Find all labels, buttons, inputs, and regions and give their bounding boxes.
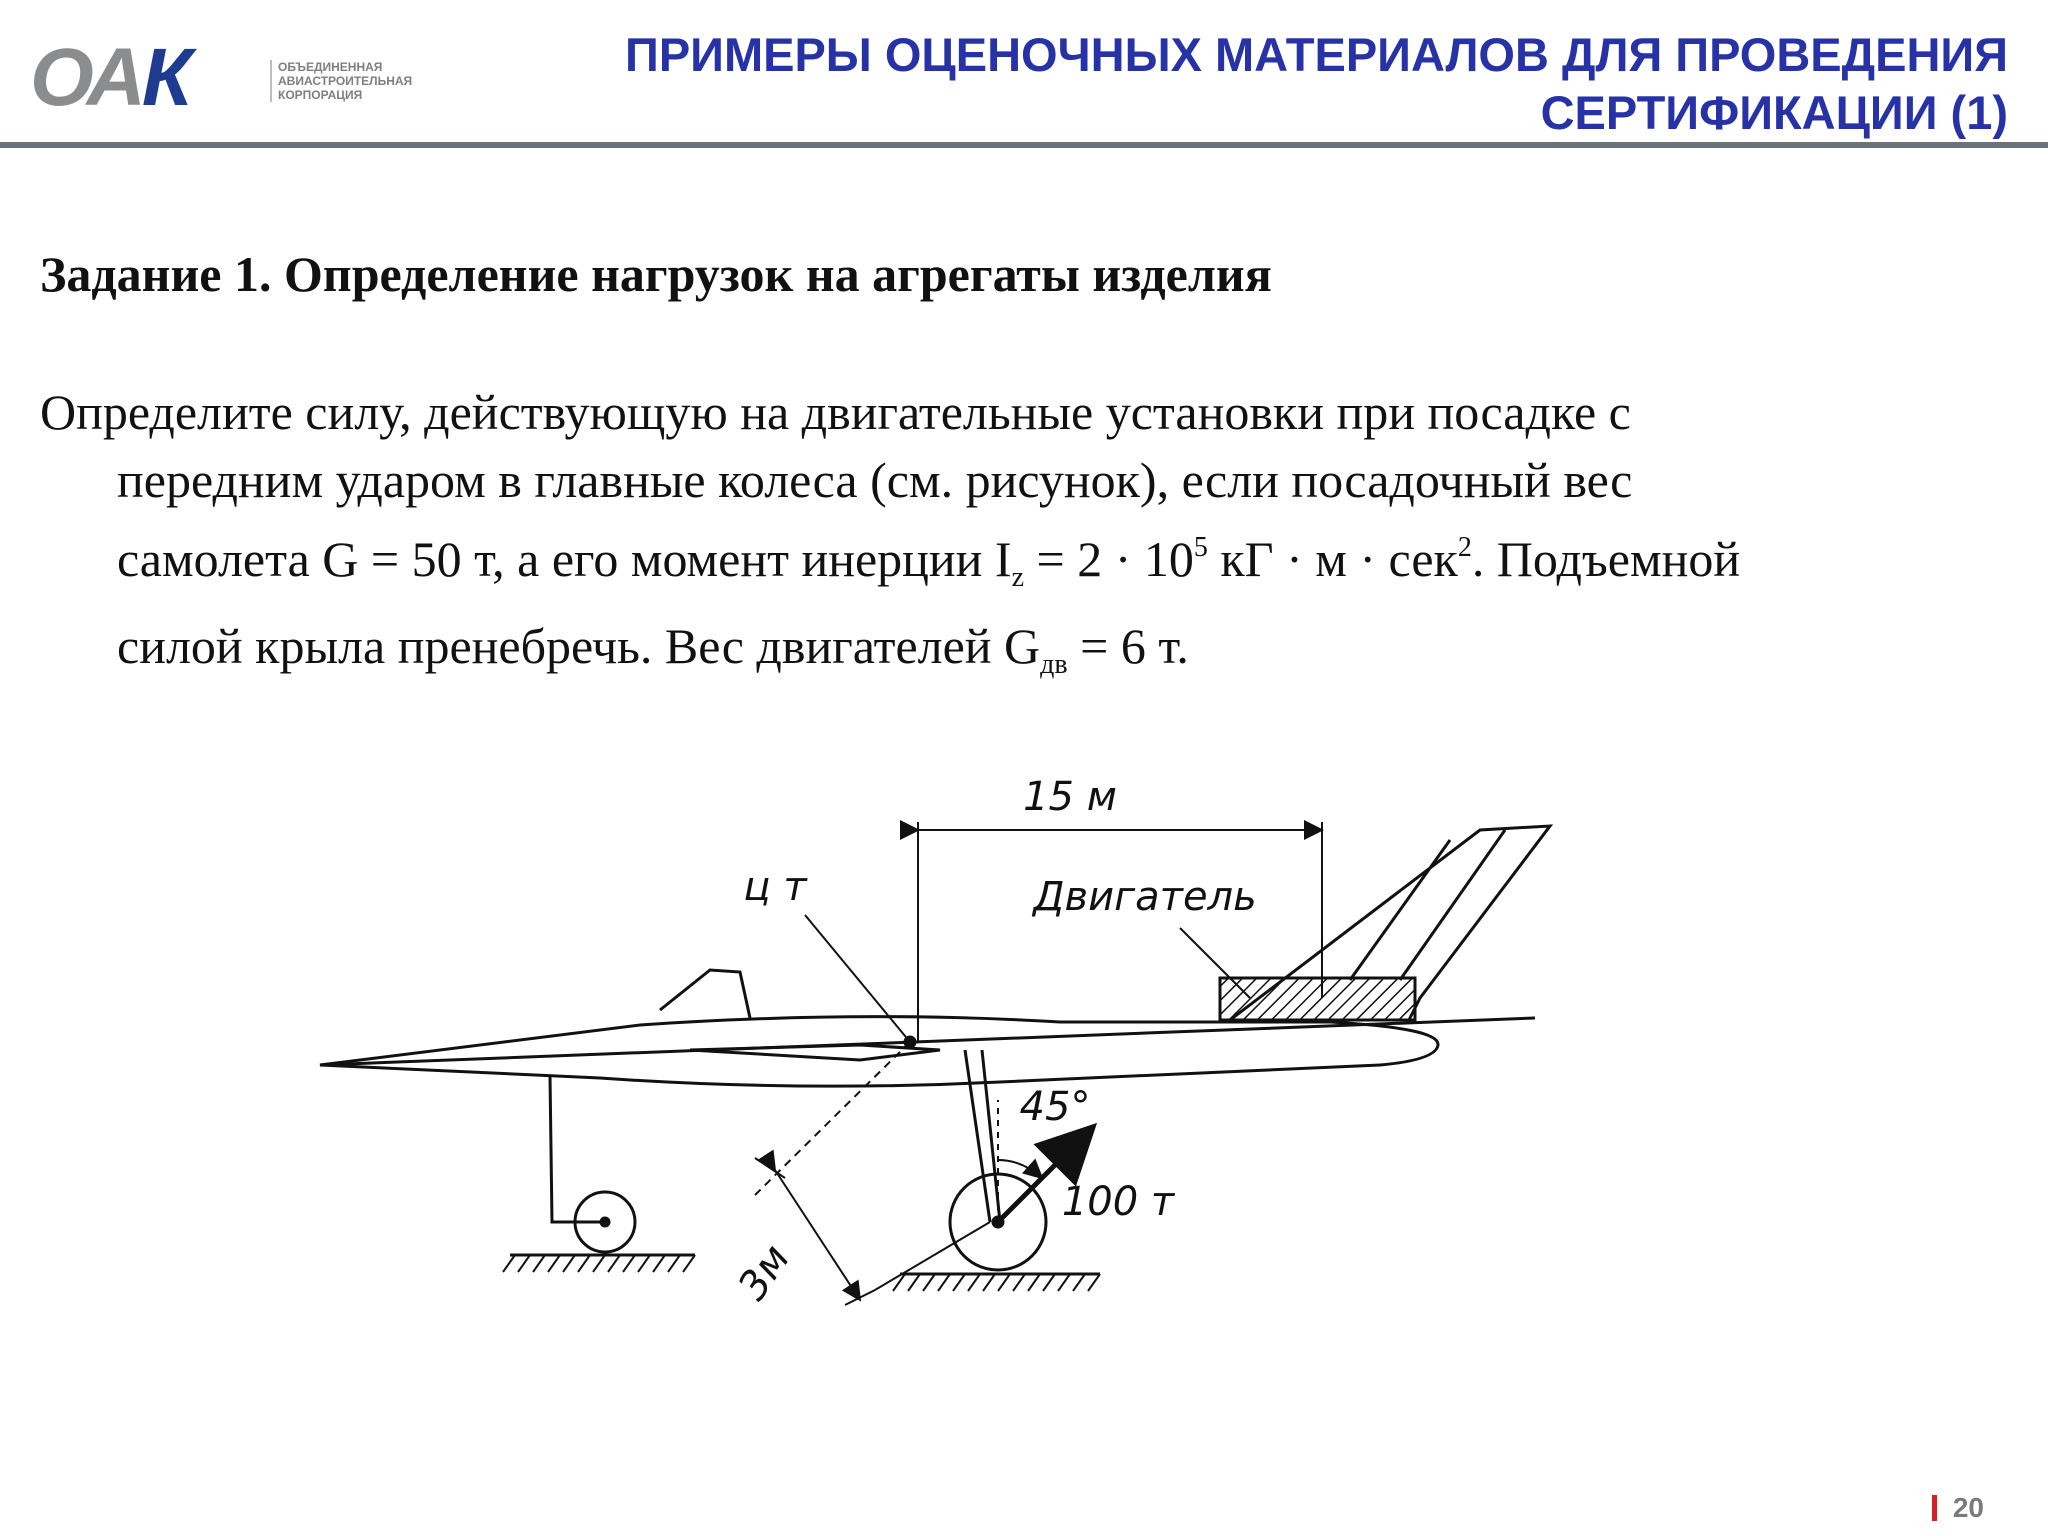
power-exponent: 5 — [1193, 532, 1208, 563]
slide-title: ПРИМЕРЫ ОЦЕНОЧНЫХ МАТЕРИАЛОВ ДЛЯ ПРОВЕДЕ… — [508, 26, 2008, 142]
impact-force-arrow — [996, 1122, 1098, 1224]
page-number: 20 — [1931, 1490, 1984, 1526]
logo-company-name: ОБЪЕДИНЕННАЯ АВИАСТРОИТЕЛЬНАЯ КОРПОРАЦИЯ — [270, 60, 412, 102]
arm-dimension-line — [756, 1149, 862, 1302]
arm-label: 3м — [730, 1237, 800, 1309]
task-line-3: самолета G = 50 т, а его момент инерции … — [117, 531, 1741, 593]
main-gear-strut — [963, 1049, 992, 1223]
nose-wheel — [573, 1190, 637, 1254]
logo-line-2: АВИАСТРОИТЕЛЬНАЯ — [278, 74, 413, 88]
logo-mark: ОАК — [30, 32, 192, 123]
aircraft-diagram-svg: 15 м ц т Двигатель 45° 100 т 3м — [319, 774, 1554, 1309]
header-divider — [0, 142, 2048, 148]
nose-gear-strut — [548, 1075, 605, 1224]
fuselage-axis — [319, 1016, 1536, 1067]
task-line-4: силой крыла пренебречь. Вес двигателей G… — [117, 618, 1189, 680]
fuselage — [319, 1015, 1440, 1088]
inertia-subscript: z — [1011, 562, 1025, 593]
task-heading: Задание 1. Определение нагрузок на агрег… — [40, 246, 1272, 302]
dim-15m-label: 15 м — [1023, 774, 1117, 820]
slide-title-line-1: ПРИМЕРЫ ОЦЕНОЧНЫХ МАТЕРИАЛОВ ДЛЯ ПРОВЕДЕ… — [625, 28, 2008, 81]
angle-arc — [997, 1158, 1044, 1180]
engine-weight-subscript: дв — [1040, 649, 1068, 680]
task-line-1: Определите силу, действующую на двигател… — [40, 384, 1631, 440]
engine-nacelle — [1218, 976, 1417, 1022]
logo-line-1: ОБЪЕДИНЕННАЯ — [278, 60, 383, 74]
angle-label: 45° — [1020, 1084, 1091, 1130]
logo-line-3: КОРПОРАЦИЯ — [278, 88, 363, 102]
seconds-exponent: 2 — [1457, 532, 1472, 563]
task-description: Определите силу, действующую на двигател… — [40, 378, 2020, 699]
slide-title-line-2: СЕРТИФИКАЦИИ (1) — [1540, 86, 2008, 139]
wing — [689, 1043, 941, 1062]
aircraft-landing-diagram: 15 м ц т Двигатель 45° 100 т 3м — [300, 760, 1560, 1320]
company-logo: ОАК ОБЪЕДИНЕННАЯ АВИАСТРОИТЕЛЬНАЯ КОРПОР… — [30, 32, 430, 123]
canopy — [659, 968, 752, 1019]
cg-label: ц т — [743, 864, 808, 910]
force-label: 100 т — [1062, 1179, 1176, 1225]
task-line-2: передним ударом в главные колеса (см. ри… — [117, 452, 1633, 508]
engine-label: Двигатель — [1031, 874, 1256, 920]
page-number-bar — [1931, 1495, 1937, 1521]
engine-leader-line — [1179, 927, 1251, 999]
cg-leader-line — [804, 914, 911, 1043]
